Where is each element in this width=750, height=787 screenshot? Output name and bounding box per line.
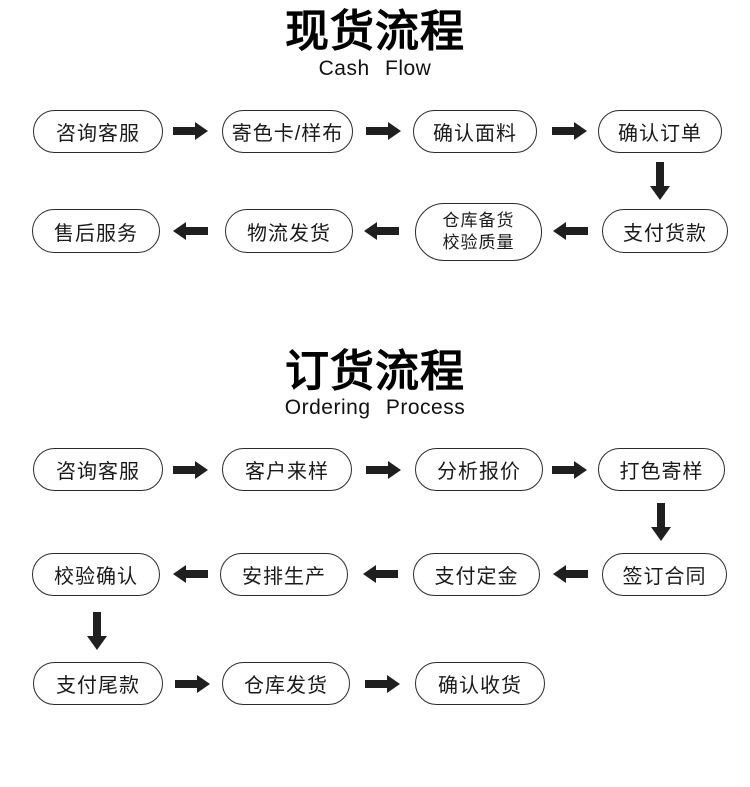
arrow-right-icon [552, 466, 574, 474]
arrow-down-icon [657, 503, 665, 527]
arrow-left-icon [566, 570, 588, 578]
arrow-left-icon [186, 570, 208, 578]
flow-step-confirm-order: 确认订单 [598, 110, 722, 153]
arrow-down-icon [93, 612, 101, 636]
order-flow-subtitle: Ordering Process [284, 396, 466, 419]
flow-step-arrange-production: 安排生产 [220, 553, 348, 596]
flow-step-sign-contract: 签订合同 [602, 553, 727, 596]
flow-step-color-sample: 打色寄样 [598, 448, 725, 491]
flow-step-customer-sample: 客户来样 [222, 448, 352, 491]
arrow-right-icon [173, 127, 195, 135]
flow-step-consult-service: 咨询客服 [33, 110, 163, 153]
flow-step-send-swatch: 寄色卡/样布 [222, 110, 353, 153]
arrow-right-icon [365, 680, 387, 688]
flow-step-consult-service: 咨询客服 [33, 448, 163, 491]
flow-step-after-sale: 售后服务 [32, 209, 160, 253]
flow-step-line: 校验质量 [442, 233, 515, 252]
arrow-left-icon [377, 227, 399, 235]
spot-flow-title: 现货流程 [285, 7, 465, 56]
flow-step-pay-goods: 支付货款 [602, 209, 728, 253]
flow-step-logistics-ship: 物流发货 [225, 209, 353, 253]
flow-step-line: 仓库备货 [442, 211, 515, 230]
arrow-right-icon [173, 466, 195, 474]
flow-step-pay-balance: 支付尾款 [33, 662, 163, 705]
flow-step-analyze-quote: 分析报价 [415, 448, 543, 491]
flow-step-check-confirm: 校验确认 [32, 553, 160, 596]
flow-step-warehouse-ship: 仓库发货 [222, 662, 350, 705]
spot-flow-subtitle: Cash Flow [318, 57, 432, 80]
arrow-left-icon [376, 570, 398, 578]
order-flow-title: 订货流程 [285, 347, 465, 396]
flow-step-pay-deposit: 支付定金 [413, 553, 540, 596]
arrow-left-icon [566, 227, 588, 235]
flow-step-warehouse-qc: 仓库备货 校验质量 [415, 203, 542, 261]
arrow-right-icon [552, 127, 574, 135]
arrow-left-icon [186, 227, 208, 235]
arrow-right-icon [366, 466, 388, 474]
arrow-right-icon [175, 680, 197, 688]
flow-step-confirm-receipt: 确认收货 [415, 662, 545, 705]
flow-step-confirm-fabric: 确认面料 [413, 110, 537, 153]
arrow-down-icon [656, 162, 664, 186]
arrow-right-icon [366, 127, 388, 135]
